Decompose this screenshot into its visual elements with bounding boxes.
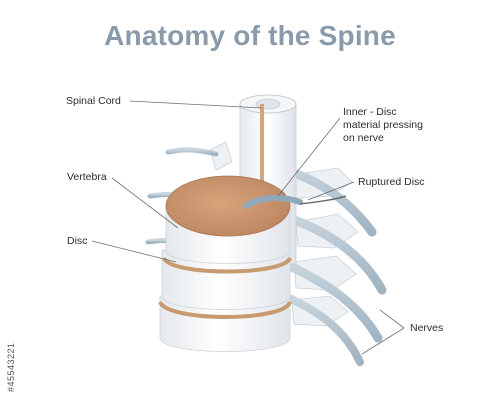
- label-disc: Disc: [67, 235, 88, 247]
- label-nerves: Nerves: [410, 322, 444, 334]
- label-inner-disc-line-3: on nerve: [343, 132, 384, 144]
- leader-lines: [91, 100, 405, 355]
- label-ruptured-disc: Ruptured Disc: [358, 176, 425, 188]
- label-vertebra: Vertebra: [67, 171, 107, 183]
- label-spinal-cord: Spinal Cord: [66, 95, 121, 107]
- label-inner-disc-line-2: material pressing: [343, 119, 423, 131]
- diagram-title: Anatomy of the Spine: [104, 20, 396, 51]
- label-inner-disc-line-1: Inner - Disc: [343, 106, 397, 118]
- label-inner-disc: Inner - Disc material pressing on nerve: [343, 106, 423, 145]
- top-vertebra: [165, 175, 347, 237]
- stock-id-watermark: #45543221: [6, 342, 16, 392]
- discs: [158, 256, 292, 319]
